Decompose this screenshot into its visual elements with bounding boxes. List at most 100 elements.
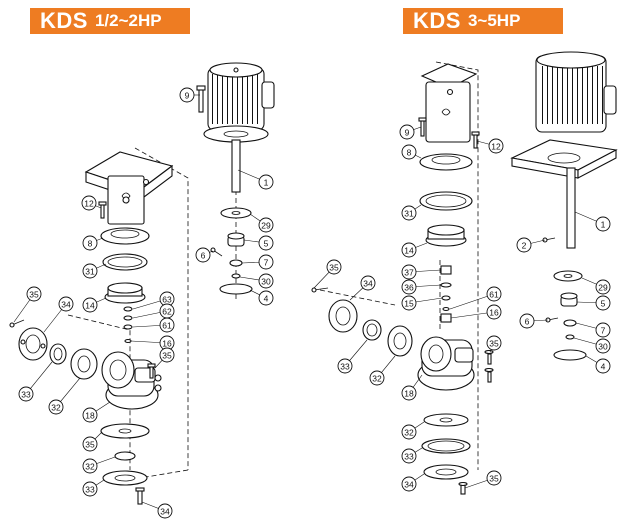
callout-number: 35 xyxy=(85,440,95,450)
callout-number: 2 xyxy=(522,241,527,251)
callout-number: 18 xyxy=(404,389,414,399)
callout-right-35: 35 xyxy=(486,335,502,353)
callout-left-62: 62 xyxy=(132,303,175,319)
suction-flange-34-left xyxy=(18,327,48,361)
flange-8-right xyxy=(419,153,473,171)
bolt-9-left xyxy=(196,85,206,113)
lower-gasket-33-right xyxy=(421,438,471,454)
callout-number: 32 xyxy=(85,462,95,472)
gasket-33-right xyxy=(362,319,382,341)
callout-number: 7 xyxy=(601,326,606,336)
callouts-left: 9129567304128311463626116353433321835323… xyxy=(13,87,274,519)
gasket-33-left xyxy=(49,343,67,365)
callout-circle xyxy=(401,476,417,492)
callout-left-33: 33 xyxy=(82,479,105,497)
callout-left-33: 33 xyxy=(18,361,53,402)
callout-leader xyxy=(449,293,495,310)
callout-number: 14 xyxy=(404,246,414,256)
callout-circle xyxy=(595,322,611,338)
callout-circle xyxy=(82,263,98,279)
callout-number: 5 xyxy=(601,299,606,309)
callout-circle xyxy=(258,235,274,251)
callout-circle xyxy=(519,313,535,329)
callout-number: 63 xyxy=(162,295,172,305)
callout-right-9: 9 xyxy=(399,124,422,140)
callout-left-35: 35 xyxy=(154,347,175,369)
right-assembly xyxy=(311,51,618,495)
callout-circle xyxy=(401,279,417,295)
left-assembly xyxy=(9,62,275,505)
callout-circle xyxy=(486,470,502,486)
washer-36-right xyxy=(440,282,452,288)
callout-circle xyxy=(26,286,42,302)
drain-bolt-35-right xyxy=(458,481,468,495)
callout-circle xyxy=(369,370,385,386)
callout-number: 8 xyxy=(407,148,412,158)
callout-number: 12 xyxy=(84,199,94,209)
callout-circle xyxy=(401,295,417,311)
callout-circle xyxy=(258,254,274,270)
callout-left-6: 6 xyxy=(195,247,214,263)
callout-number: 5 xyxy=(264,239,269,249)
washer-61-right xyxy=(442,306,450,312)
shaft-left xyxy=(231,139,241,193)
nut-16-right xyxy=(440,313,452,323)
callout-right-33: 33 xyxy=(337,339,368,374)
callout-right-7: 7 xyxy=(575,322,611,338)
callout-number: 35 xyxy=(489,339,499,349)
bearing-housing-14-right xyxy=(425,224,467,247)
callout-number: 16 xyxy=(162,339,172,349)
bolt-35-left-top xyxy=(9,319,25,328)
callout-number: 35 xyxy=(329,263,339,273)
callout-circle xyxy=(516,237,532,253)
callout-circle xyxy=(258,290,274,306)
lower-gasket-33-left xyxy=(114,451,136,461)
motor-right xyxy=(510,51,618,179)
callout-left-35: 35 xyxy=(13,286,42,323)
callout-circle xyxy=(337,358,353,374)
callout-number: 35 xyxy=(489,474,499,484)
callout-number: 7 xyxy=(264,258,269,268)
callout-number: 6 xyxy=(201,251,206,261)
callout-number: 35 xyxy=(29,290,39,300)
callout-circle xyxy=(401,385,417,401)
callout-number: 37 xyxy=(404,268,414,278)
callout-right-34: 34 xyxy=(349,275,376,301)
callout-left-61: 61 xyxy=(132,317,175,333)
gasket-31-left xyxy=(102,253,148,271)
small-washers-left xyxy=(123,306,133,344)
callout-number: 1 xyxy=(264,178,269,188)
callout-circle xyxy=(595,295,611,311)
ring-30-left xyxy=(231,273,241,279)
seal-5-left xyxy=(227,232,245,247)
callout-left-32: 32 xyxy=(82,456,116,474)
callout-left-14: 14 xyxy=(82,297,107,313)
callout-number: 4 xyxy=(601,362,606,372)
callout-number: 9 xyxy=(405,128,410,138)
callout-left-5: 5 xyxy=(243,235,274,251)
callout-right-36: 36 xyxy=(401,279,442,295)
callout-circle xyxy=(326,259,342,275)
callout-left-7: 7 xyxy=(241,254,274,270)
callout-left-34: 34 xyxy=(141,501,173,519)
callout-circle xyxy=(82,235,98,251)
bolts-12-left xyxy=(98,201,107,219)
callout-right-2: 2 xyxy=(516,237,546,253)
lower-cover-34-right xyxy=(423,464,469,480)
callout-right-61: 61 xyxy=(449,286,502,310)
flange-8-left xyxy=(100,227,150,245)
callout-right-34: 34 xyxy=(401,473,425,492)
callout-number: 31 xyxy=(404,209,414,219)
callout-number: 16 xyxy=(489,308,499,318)
callout-number: 29 xyxy=(261,221,271,231)
pump-casing-18-left xyxy=(101,351,162,410)
callout-left-29: 29 xyxy=(249,213,274,233)
callout-number: 33 xyxy=(404,452,414,462)
suction-flange-34-right xyxy=(328,299,358,333)
callout-left-35: 35 xyxy=(82,431,103,452)
motor-bracket-left xyxy=(84,151,174,225)
callout-circle xyxy=(18,386,34,402)
ring-7-left xyxy=(229,259,243,267)
callout-circle xyxy=(486,286,502,302)
oring-4-left xyxy=(219,283,253,295)
